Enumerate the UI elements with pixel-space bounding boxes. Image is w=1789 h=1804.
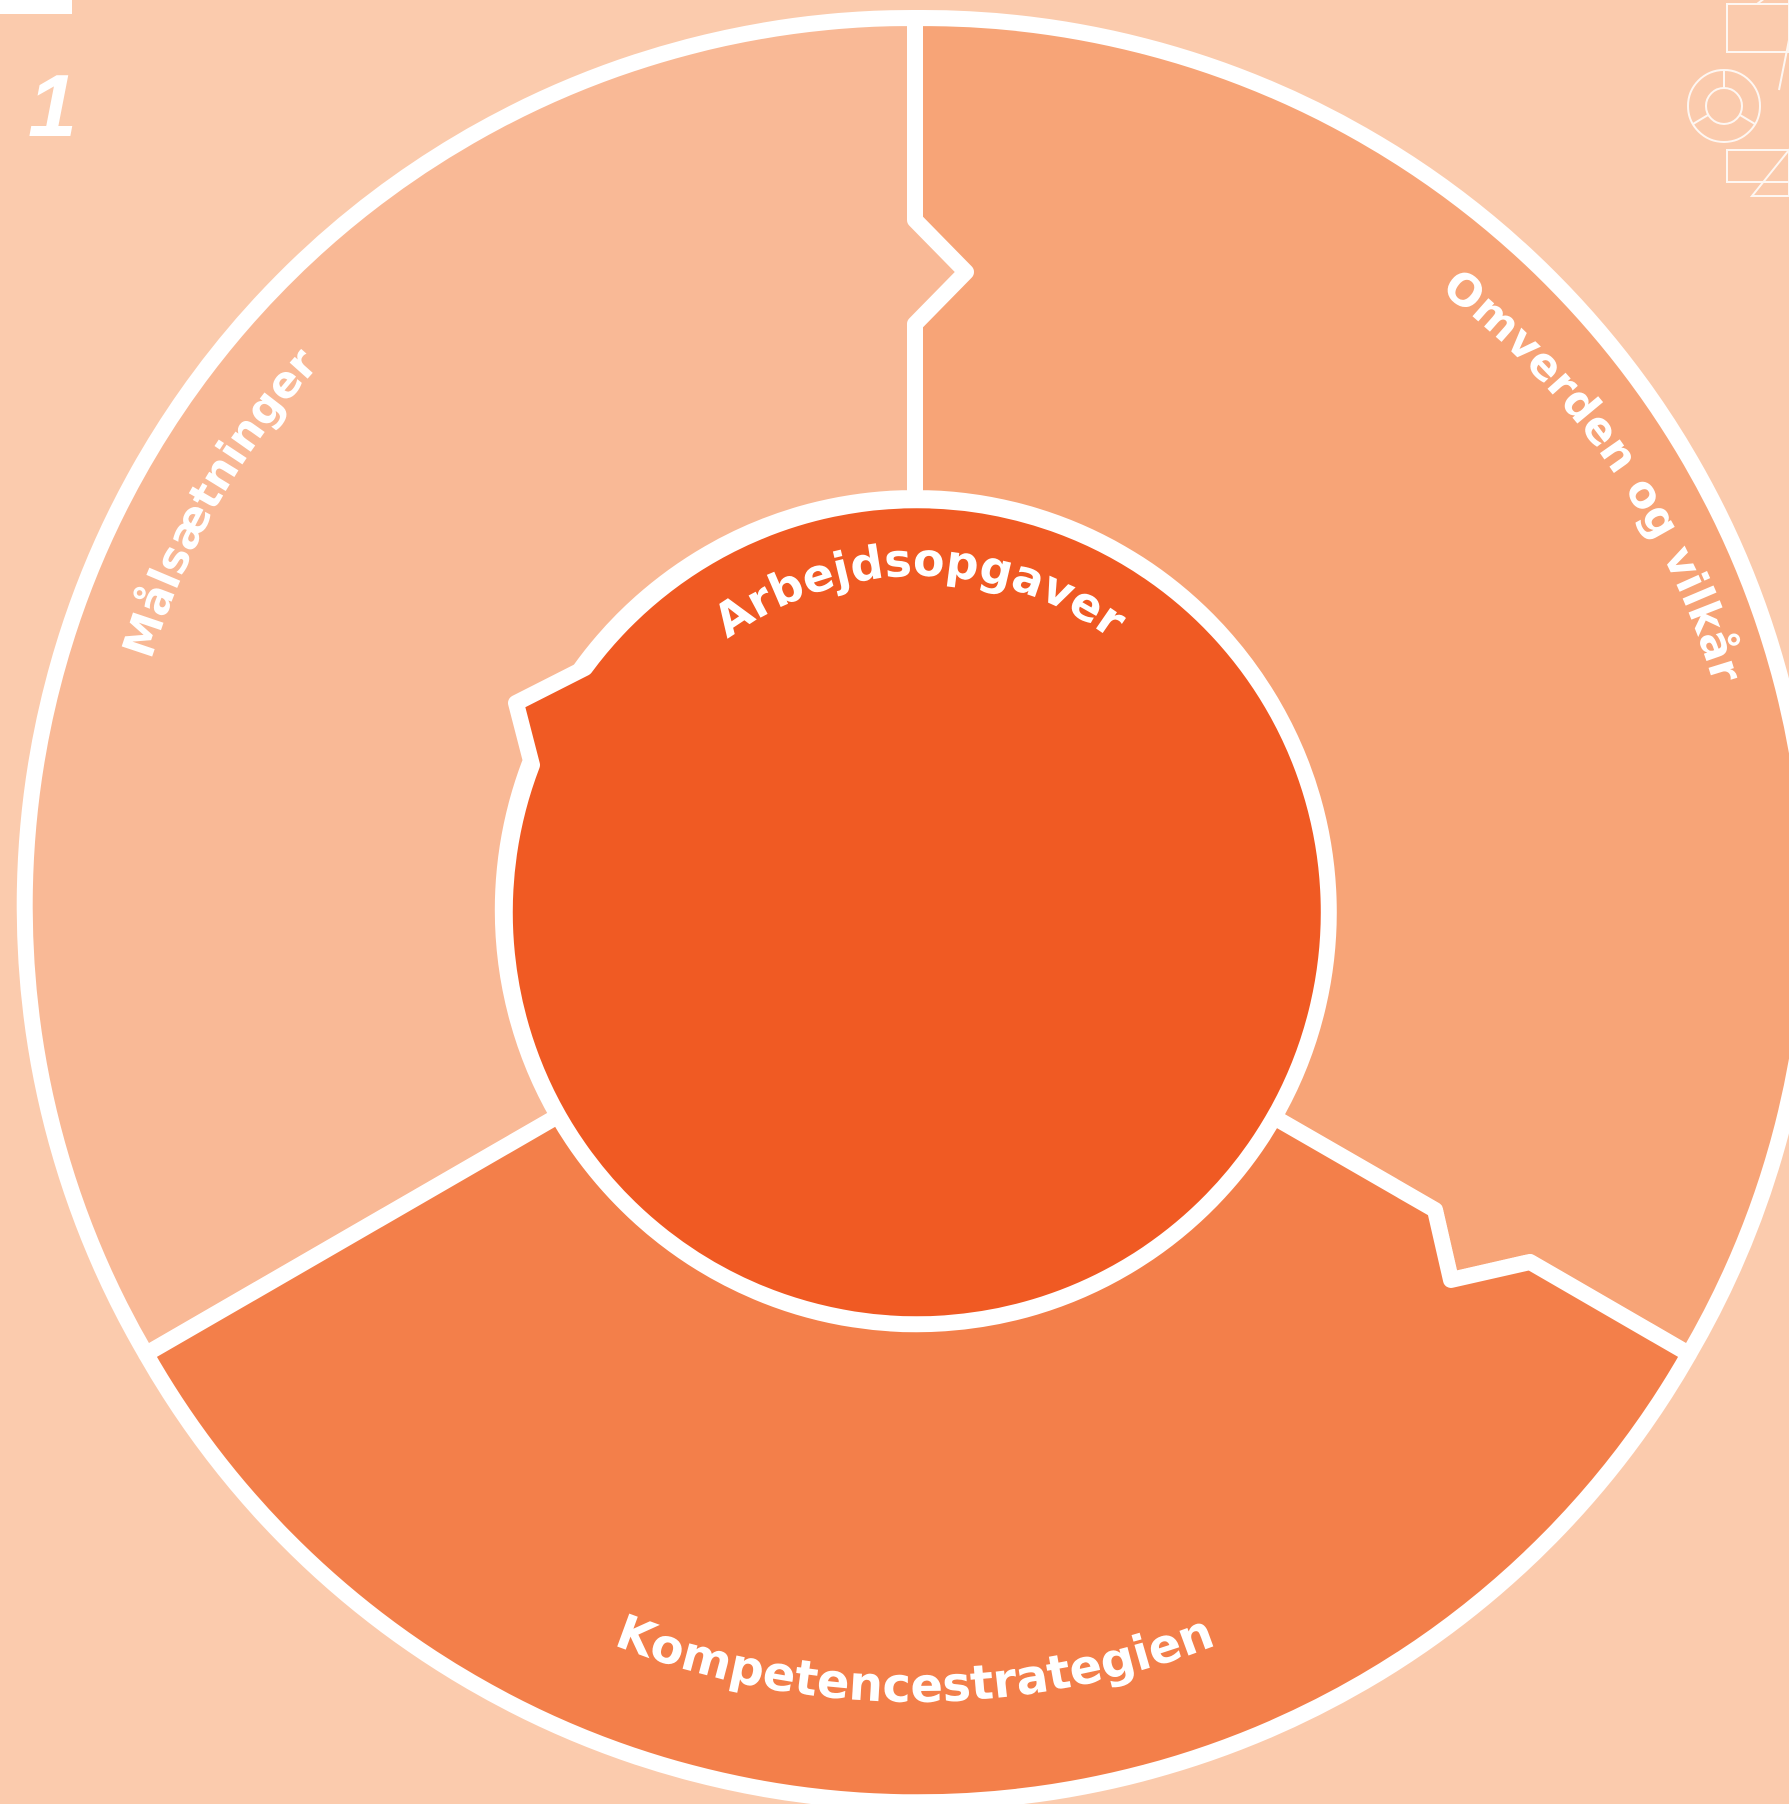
geometric-shapes-icon bbox=[1687, 0, 1789, 197]
top-bar-decoration bbox=[0, 0, 72, 14]
center-circle bbox=[496, 492, 1337, 1333]
page-marker: 1 bbox=[28, 56, 77, 155]
